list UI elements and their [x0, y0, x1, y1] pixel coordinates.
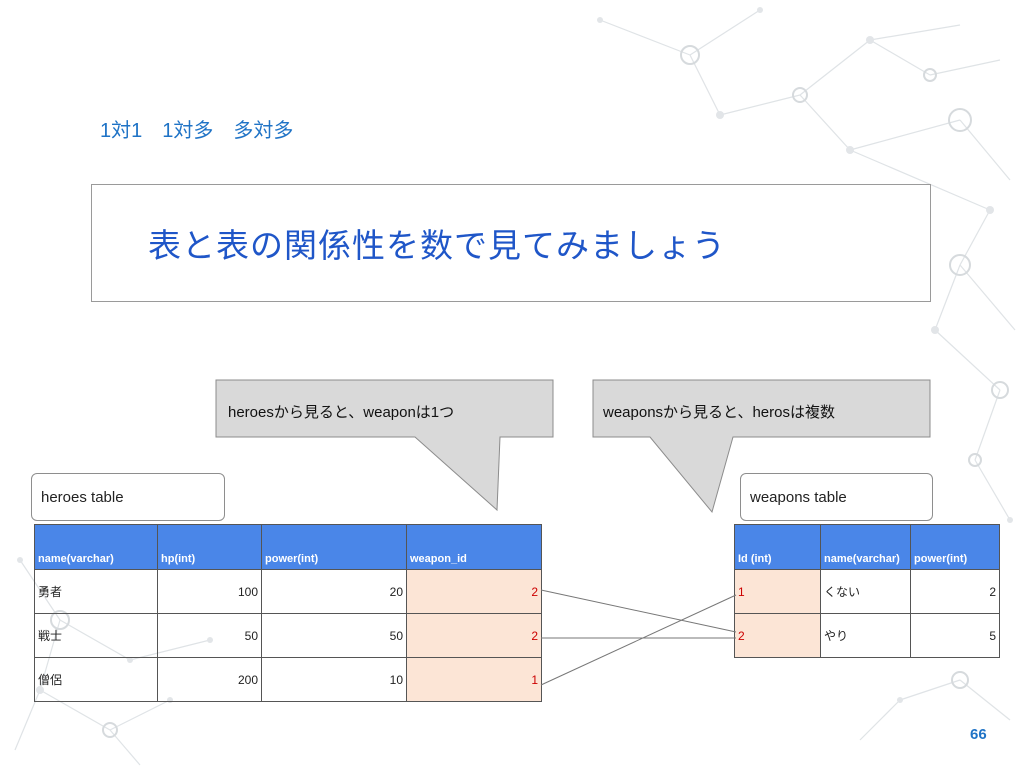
hero-hp: 50 [158, 614, 262, 658]
hero-hp: 200 [158, 658, 262, 702]
heroes-header-weapon-id: weapon_id [407, 525, 542, 570]
hero-name: 戦士 [35, 614, 158, 658]
weapons-table: Id (int) name(varchar) power(int) 1 くない … [734, 524, 1000, 658]
weapon-id: 2 [735, 614, 821, 658]
hero-power: 50 [262, 614, 407, 658]
hero-power: 10 [262, 658, 407, 702]
hero-power: 20 [262, 570, 407, 614]
weapon-power: 2 [911, 570, 1000, 614]
hero-hp: 100 [158, 570, 262, 614]
table-row: 勇者 100 20 2 [35, 570, 542, 614]
hero-weapon-id: 2 [407, 570, 542, 614]
weapons-header-id: Id (int) [735, 525, 821, 570]
table-row: 僧侶 200 10 1 [35, 658, 542, 702]
weapons-table-label-text: weapons table [750, 489, 847, 506]
weapons-table-label: weapons table [740, 473, 933, 521]
table-row: 戦士 50 50 2 [35, 614, 542, 658]
weapons-header-power: power(int) [911, 525, 1000, 570]
hero-name: 僧侶 [35, 658, 158, 702]
hero-name: 勇者 [35, 570, 158, 614]
hero-weapon-id: 2 [407, 614, 542, 658]
heroes-callout-text: heroesから見ると、weaponは1つ [228, 401, 454, 422]
weapon-name: やり [821, 614, 911, 658]
heroes-header-name: name(varchar) [35, 525, 158, 570]
heroes-header-power: power(int) [262, 525, 407, 570]
weapons-header-name: name(varchar) [821, 525, 911, 570]
weapon-power: 5 [911, 614, 1000, 658]
weapon-name: くない [821, 570, 911, 614]
weapons-header-row: Id (int) name(varchar) power(int) [735, 525, 1000, 570]
hero-weapon-id: 1 [407, 658, 542, 702]
weapons-callout-text: weaponsから見ると、herosは複数 [603, 401, 835, 422]
heroes-table-label-text: heroes table [41, 489, 124, 506]
heroes-table-label: heroes table [31, 473, 225, 521]
table-row: 2 やり 5 [735, 614, 1000, 658]
heroes-table: name(varchar) hp(int) power(int) weapon_… [34, 524, 542, 702]
table-row: 1 くない 2 [735, 570, 1000, 614]
heroes-header-hp: hp(int) [158, 525, 262, 570]
weapon-id: 1 [735, 570, 821, 614]
heroes-header-row: name(varchar) hp(int) power(int) weapon_… [35, 525, 542, 570]
heroes-callout-bubble [216, 380, 553, 510]
